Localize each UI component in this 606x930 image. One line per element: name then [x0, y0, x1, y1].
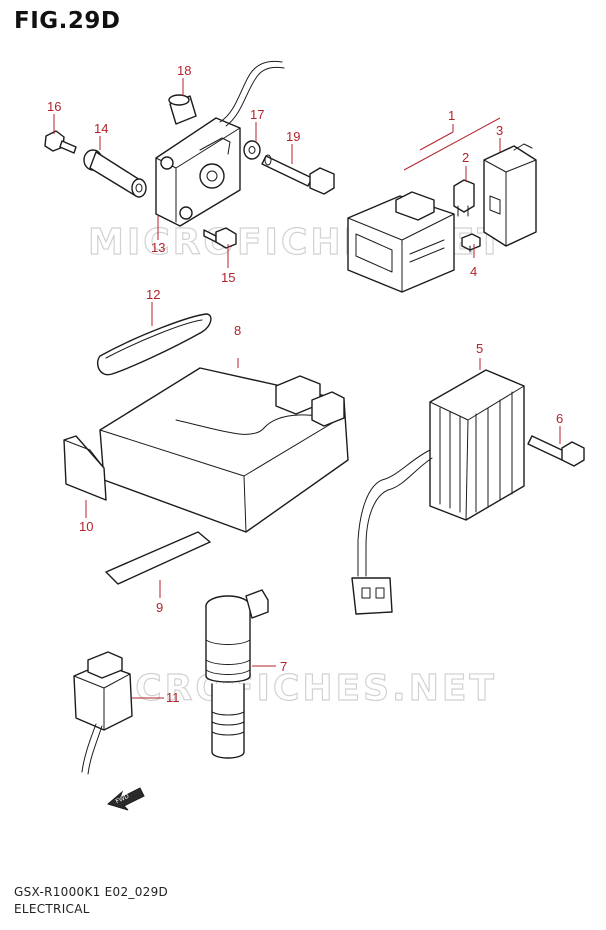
callout-19[interactable]: 19	[286, 129, 300, 144]
callout-13[interactable]: 13	[151, 240, 165, 255]
part-12-rubber-band[interactable]	[96, 313, 212, 376]
callout-1[interactable]: 1	[448, 108, 455, 123]
part-14-spacer[interactable]	[83, 149, 147, 198]
footer: GSX-R1000K1 E02_029D ELECTRICAL	[14, 884, 168, 918]
callout-12[interactable]: 12	[146, 287, 160, 302]
figure-title: FIG.29D	[14, 8, 121, 34]
callout-3[interactable]: 3	[496, 123, 503, 138]
part-1-relay-assembly[interactable]	[347, 191, 455, 293]
part-5-regulator[interactable]	[351, 369, 525, 615]
part-10-pad[interactable]	[63, 435, 107, 501]
callout-16[interactable]: 16	[47, 99, 61, 114]
part-16-bolt[interactable]	[44, 130, 77, 154]
callout-8[interactable]: 8	[234, 323, 241, 338]
part-8-ecm[interactable]	[99, 367, 349, 533]
callout-10[interactable]: 10	[79, 519, 93, 534]
part-17-washer[interactable]	[243, 140, 261, 160]
callout-9[interactable]: 9	[156, 600, 163, 615]
leader-lines	[53, 78, 561, 699]
part-13-sensor-bracket[interactable]	[155, 60, 285, 227]
callout-18[interactable]: 18	[177, 63, 191, 78]
callout-17[interactable]: 17	[250, 107, 264, 122]
callout-5[interactable]: 5	[476, 341, 483, 356]
part-6-bolt[interactable]	[527, 435, 585, 467]
callout-11[interactable]: 11	[166, 690, 180, 705]
part-18-grommet[interactable]	[168, 94, 197, 125]
part-2-fuse[interactable]	[453, 179, 475, 217]
footer-section: ELECTRICAL	[14, 902, 90, 916]
callout-6[interactable]: 6	[556, 411, 563, 426]
footer-model-code: GSX-R1000K1 E02_029D	[14, 885, 169, 899]
watermark-bottom: MICROFICHES.NET	[80, 668, 497, 709]
callout-2[interactable]: 2	[462, 150, 469, 165]
callout-14[interactable]: 14	[94, 121, 108, 136]
part-19-long-bolt[interactable]	[261, 154, 335, 195]
callout-7[interactable]: 7	[280, 659, 287, 674]
callout-15[interactable]: 15	[221, 270, 235, 285]
fwd-arrow-icon: FWD	[106, 787, 145, 811]
part-3-cover[interactable]	[483, 143, 537, 247]
part-11-sensor[interactable]	[73, 651, 133, 775]
part-7-ignition-coil[interactable]	[205, 589, 269, 759]
part-9-strip[interactable]	[105, 531, 211, 585]
callout-4[interactable]: 4	[470, 264, 477, 279]
part-4-screw[interactable]	[461, 233, 481, 253]
part-15-screw[interactable]	[203, 227, 237, 249]
